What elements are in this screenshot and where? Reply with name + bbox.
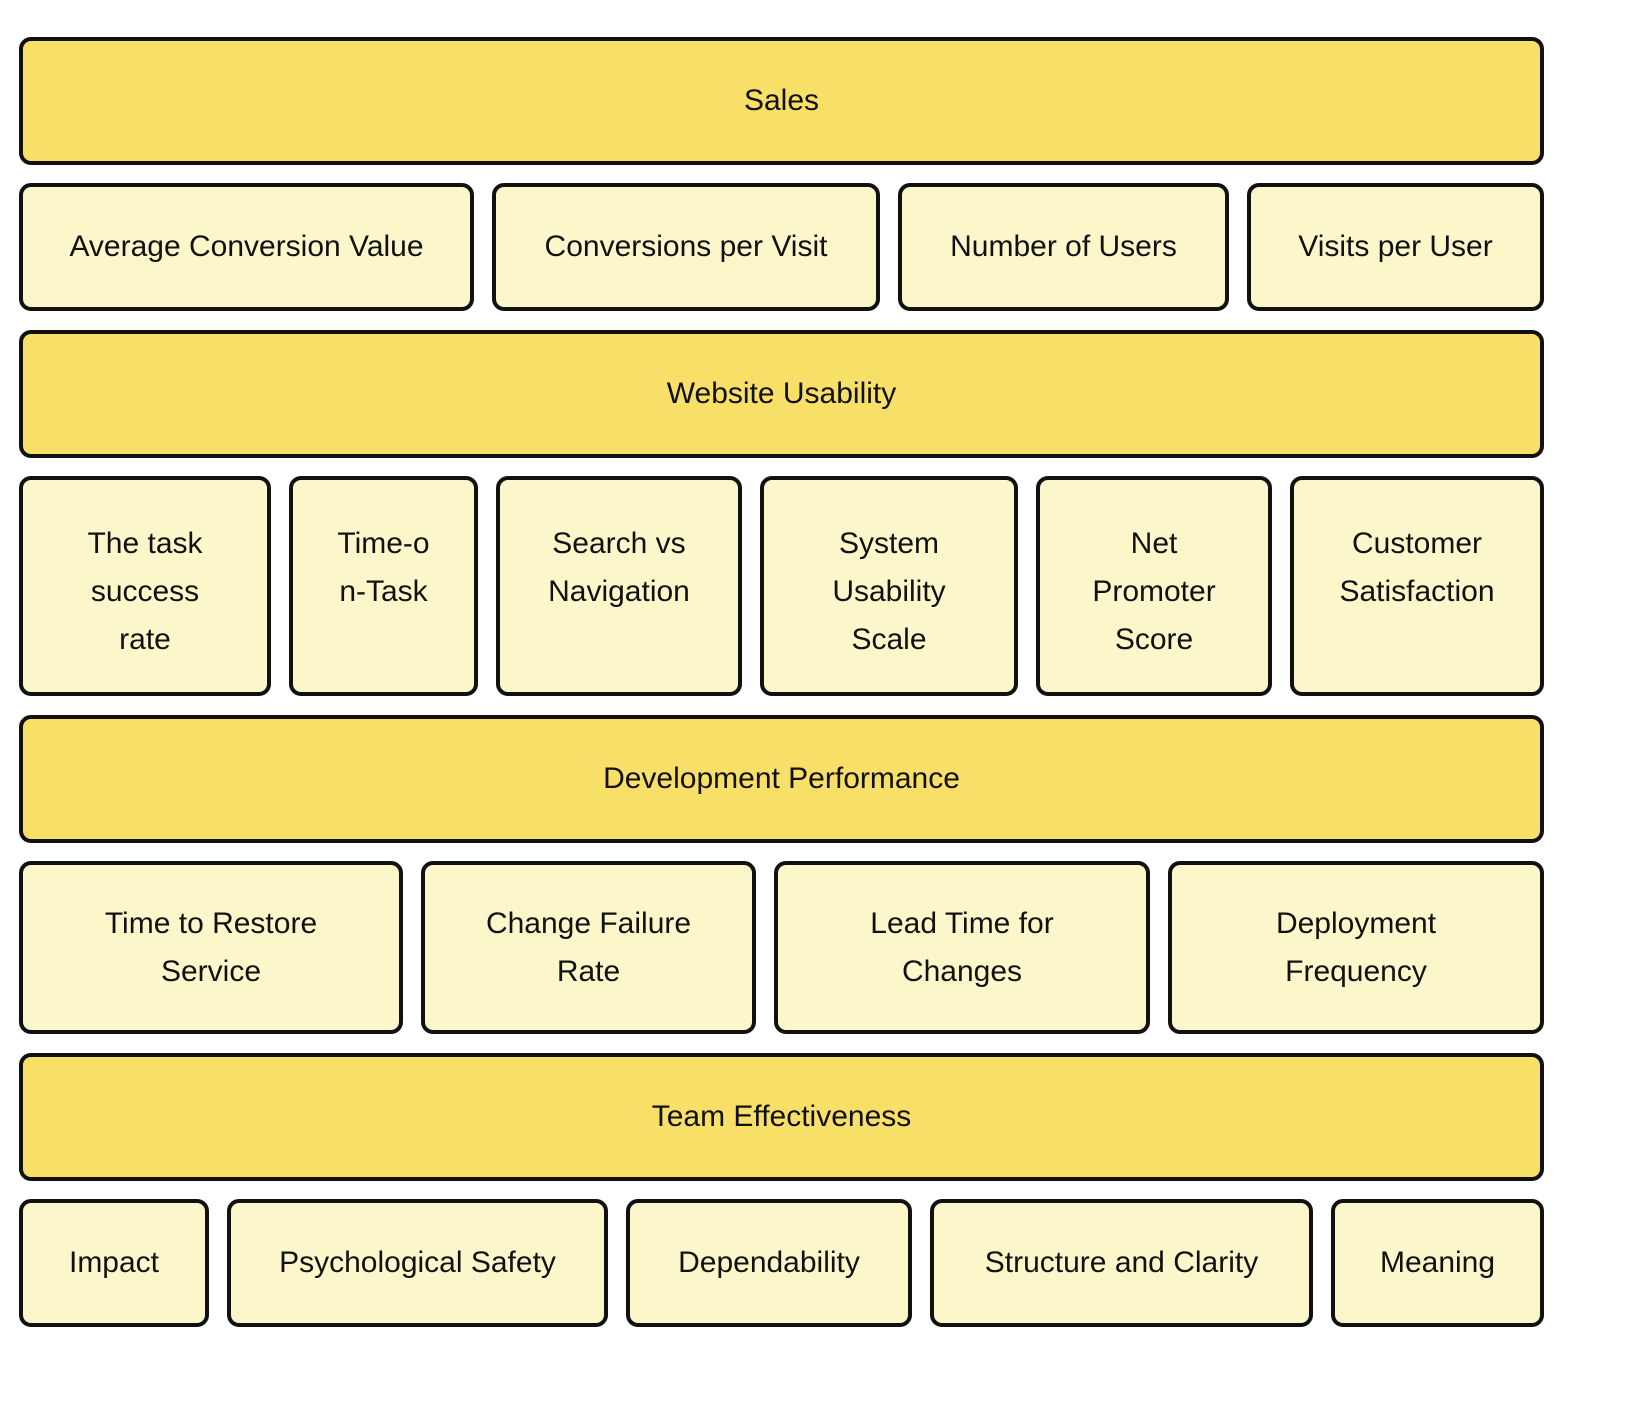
- metric-average-conversion-value: Average Conversion Value: [19, 183, 474, 311]
- metric-visits-per-user: Visits per User: [1247, 183, 1544, 311]
- header-team-effectiveness: Team Effectiveness: [19, 1053, 1544, 1181]
- metric-conversions-per-visit: Conversions per Visit: [492, 183, 880, 311]
- metric-dependability: Dependability: [626, 1199, 912, 1327]
- metric-number-of-users: Number of Users: [898, 183, 1229, 311]
- metric-task-success-rate: The task success rate: [19, 476, 271, 696]
- metric-change-failure-rate: Change Failure Rate: [421, 861, 756, 1034]
- metric-psychological-safety: Psychological Safety: [227, 1199, 608, 1327]
- metric-net-promoter-score: Net Promoter Score: [1036, 476, 1272, 696]
- metric-search-vs-navigation: Search vs Navigation: [496, 476, 742, 696]
- metric-system-usability-scale: System Usability Scale: [760, 476, 1018, 696]
- metric-customer-satisfaction: Customer Satisfaction: [1290, 476, 1544, 696]
- metric-time-on-task: Time-on-Task: [289, 476, 478, 696]
- header-sales: Sales: [19, 37, 1544, 165]
- metric-structure-and-clarity: Structure and Clarity: [930, 1199, 1313, 1327]
- header-website-usability: Website Usability: [19, 330, 1544, 458]
- metric-impact: Impact: [19, 1199, 209, 1327]
- metric-lead-time-for-changes: Lead Time for Changes: [774, 861, 1150, 1034]
- metric-time-to-restore-service: Time to Restore Service: [19, 861, 403, 1034]
- metric-deployment-frequency: Deployment Frequency: [1168, 861, 1544, 1034]
- metric-meaning: Meaning: [1331, 1199, 1544, 1327]
- header-development-performance: Development Performance: [19, 715, 1544, 843]
